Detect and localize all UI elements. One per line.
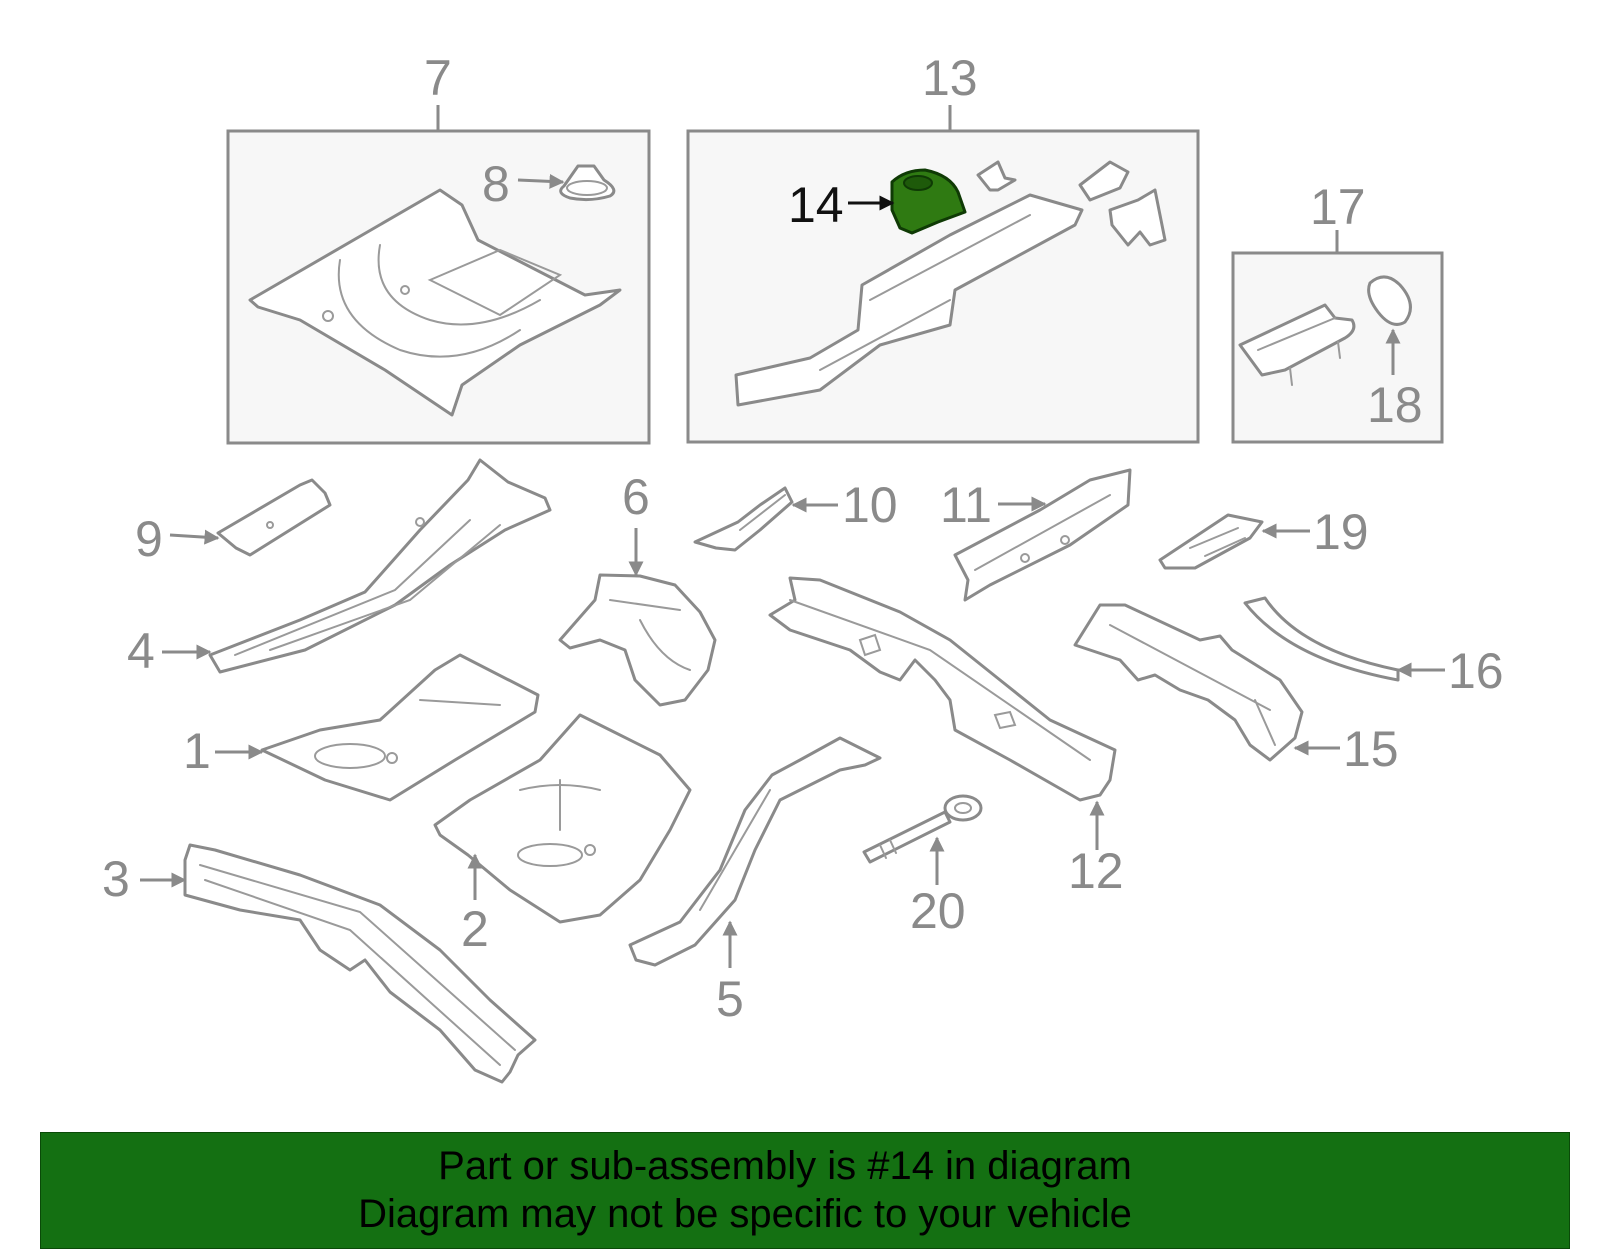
callout-12: 12: [1068, 843, 1124, 899]
callout-15: 15: [1343, 721, 1399, 777]
callout-20: 20: [910, 883, 966, 939]
callout-1: 1: [183, 723, 211, 779]
callout-18: 18: [1367, 377, 1423, 433]
part-9-bracket: [216, 478, 332, 557]
info-banner: Part or sub-assembly is #14 in diagram D…: [40, 1132, 1570, 1249]
callout-3: 3: [102, 851, 130, 907]
part-1-floor-panel: [260, 653, 540, 802]
part-11-member: [953, 468, 1132, 602]
part-8-plug: [559, 164, 616, 202]
callout-2: 2: [461, 901, 489, 957]
part-18-plug: [1367, 275, 1412, 326]
callout-11: 11: [940, 477, 992, 533]
callout-19: 19: [1313, 504, 1369, 560]
callout-5: 5: [716, 971, 744, 1027]
banner-line-part-number: Part or sub-assembly is #14 in diagram: [438, 1144, 1132, 1188]
callout-10: 10: [842, 477, 898, 533]
callout-6: 6: [622, 469, 650, 525]
banner-line-disclaimer: Diagram may not be specific to your vehi…: [358, 1192, 1132, 1236]
part-12-side-rail: [768, 576, 1117, 802]
parts-diagram: 1 2 3 4 5 6 7 8 9 10 11 12 13 14 15 16 1…: [102, 50, 1504, 1084]
callout-14: 14: [788, 177, 844, 233]
part-5-pillar: [628, 736, 882, 967]
part-17-bracket: [1238, 303, 1356, 386]
part-19-plate: [1158, 513, 1264, 570]
part-7-rear-floor-pan: [248, 188, 622, 417]
part-15-rail: [1073, 603, 1304, 762]
part-16-strip: [1243, 596, 1400, 682]
callout-7: 7: [424, 50, 452, 106]
callout-16: 16: [1448, 643, 1504, 699]
part-4-side-member: [208, 458, 552, 674]
callout-8: 8: [482, 156, 510, 212]
part-14-highlighted: [890, 168, 967, 235]
part-10-bracket: [693, 486, 794, 552]
part-13-rail-assembly: [734, 160, 1167, 407]
part-3-side-member: [183, 843, 537, 1084]
callout-17: 17: [1310, 179, 1366, 235]
callout-13: 13: [922, 50, 978, 106]
part-20-tow-hook: [862, 794, 983, 864]
callout-4: 4: [127, 623, 155, 679]
callout-9: 9: [135, 511, 163, 567]
part-6-wheelhouse: [558, 573, 717, 707]
